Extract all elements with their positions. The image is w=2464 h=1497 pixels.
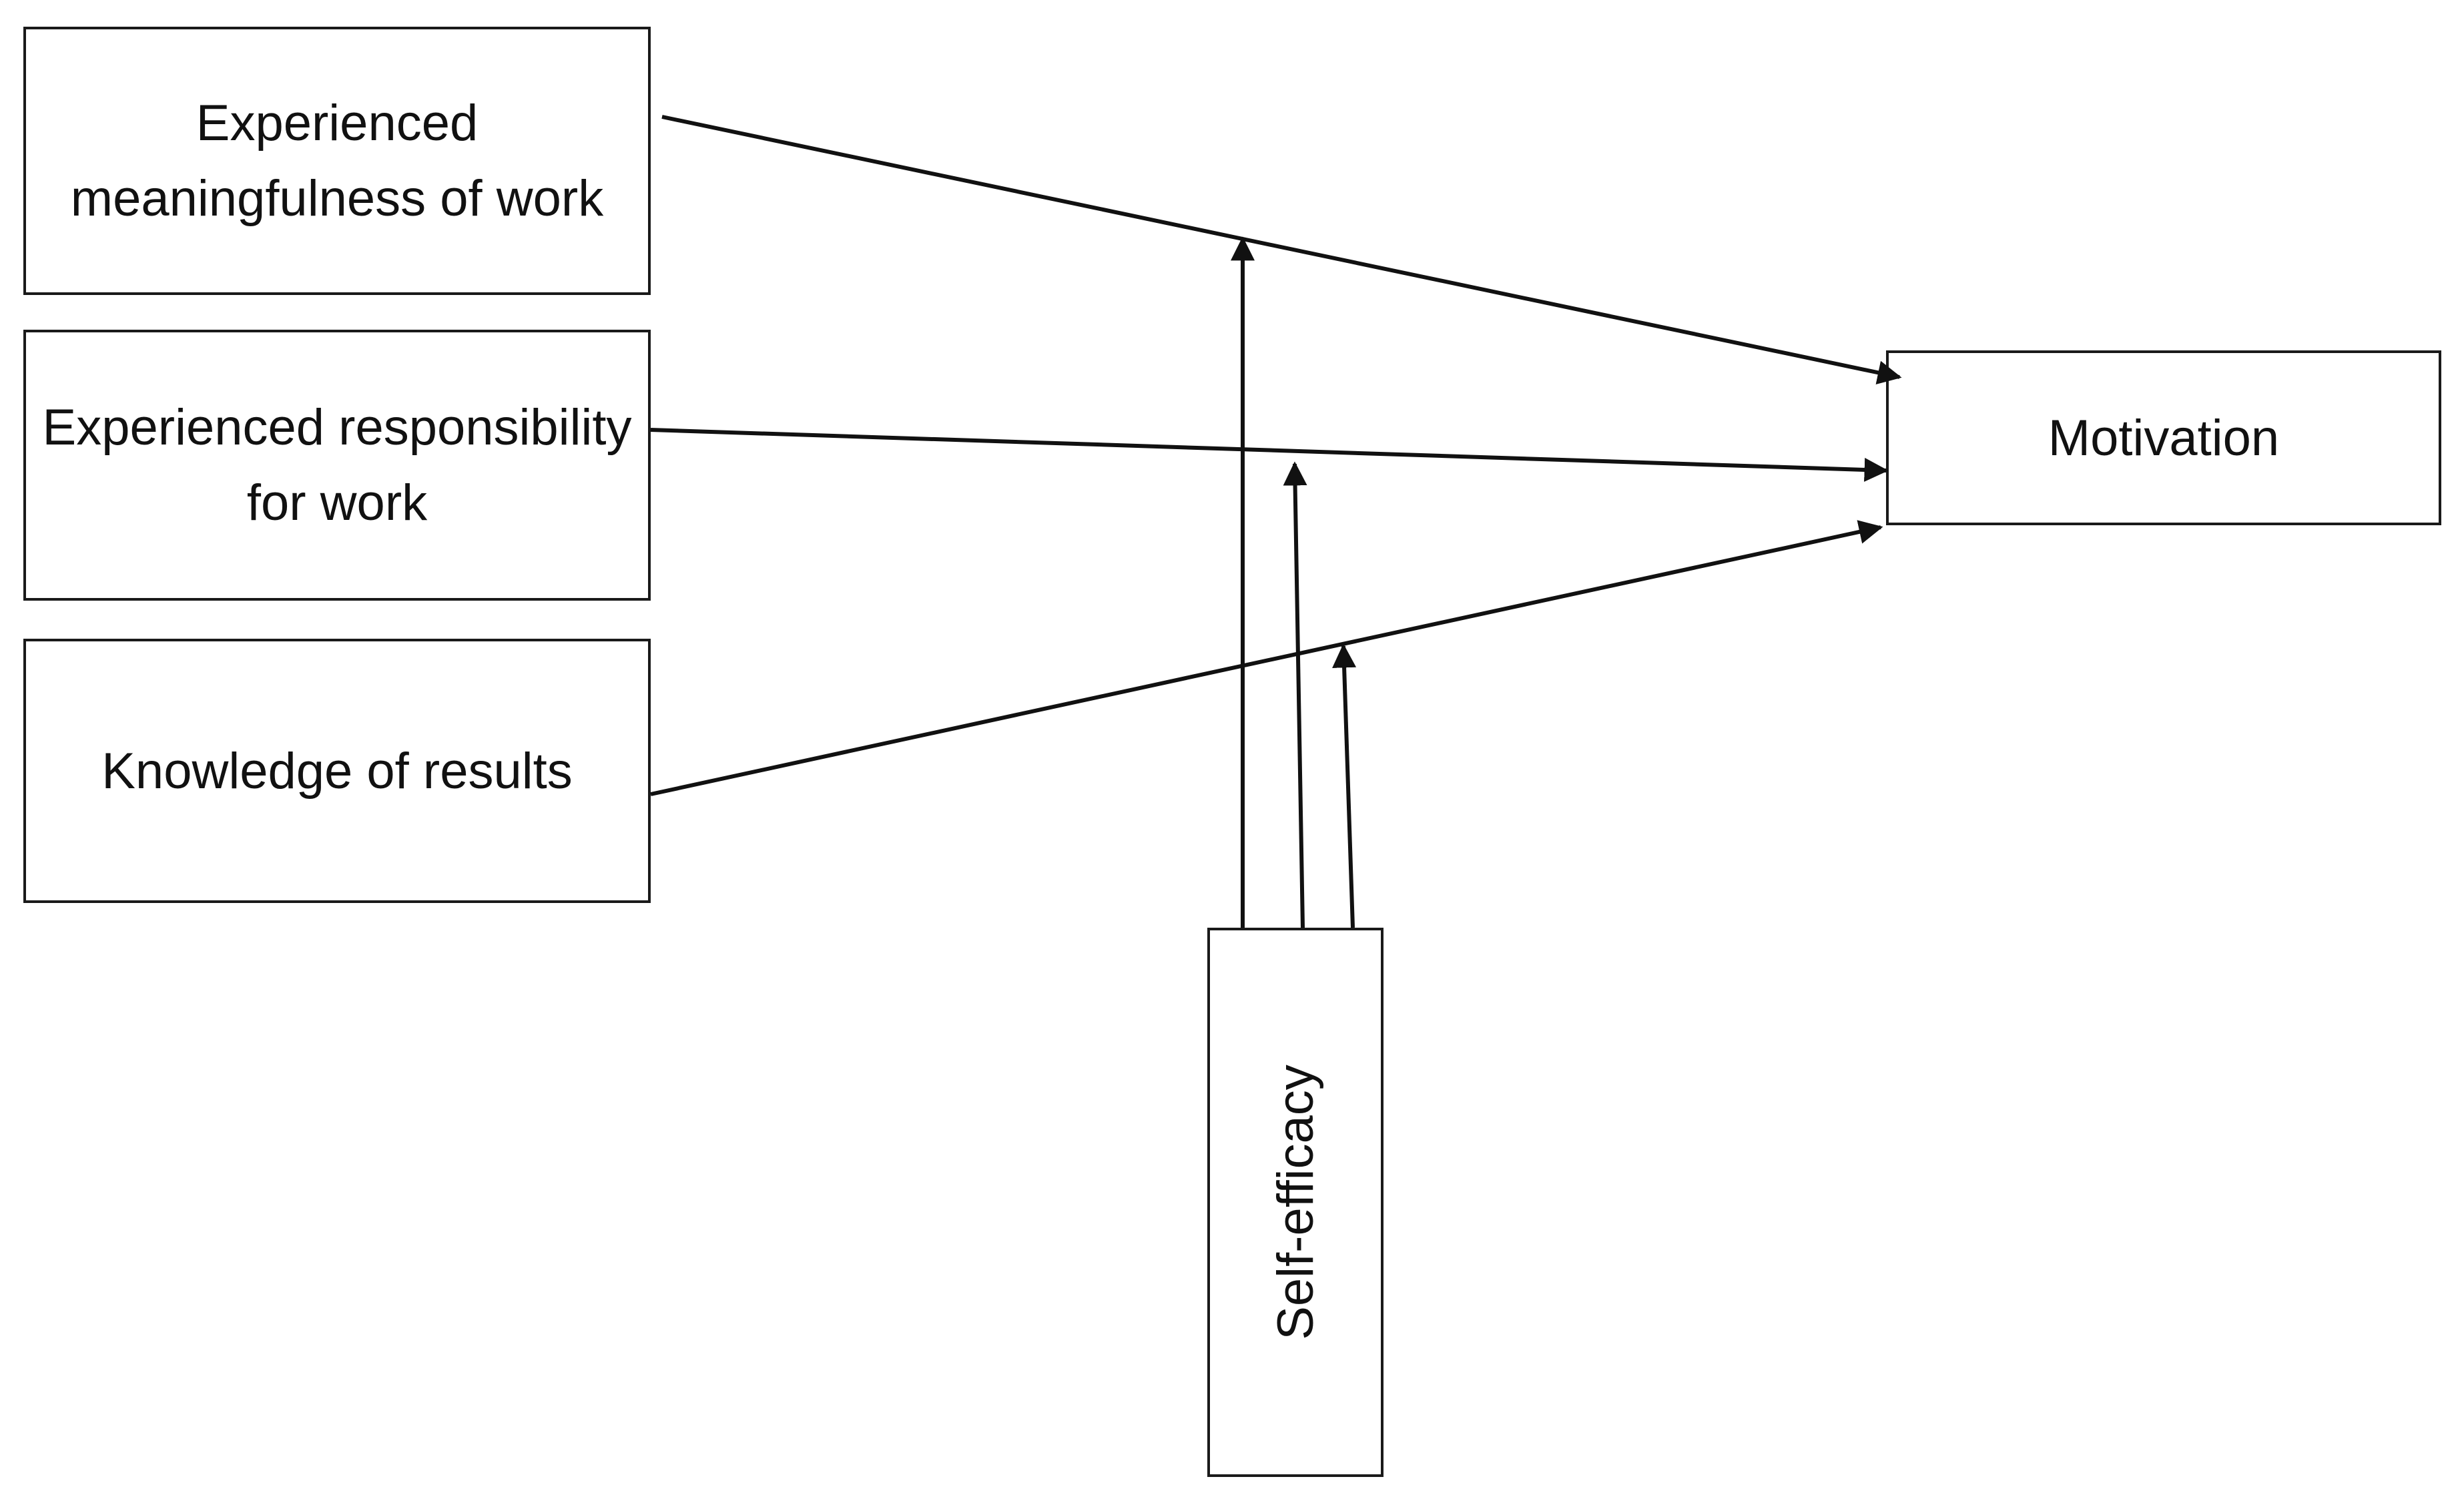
edge-self-efficacy-moderates-knowledge xyxy=(1332,643,1357,928)
edge-knowledge-to-motivation xyxy=(650,520,1883,796)
edge-meaningfulness-to-motivation xyxy=(661,115,1902,384)
responsibility-box: Experienced responsibility for work xyxy=(23,330,651,601)
motivation-box: Motivation xyxy=(1886,350,2441,525)
responsibility-label: Experienced responsibility for work xyxy=(42,399,632,531)
knowledge-box: Knowledge of results xyxy=(23,639,651,903)
meaningfulness-label: Experienced meaningfulness of work xyxy=(70,95,604,227)
meaningfulness-box: Experienced meaningfulness of work xyxy=(23,27,651,295)
self-efficacy-label: Self-efficacy xyxy=(1267,1065,1324,1340)
edge-self-efficacy-moderates-responsibility xyxy=(1283,461,1307,928)
knowledge-label: Knowledge of results xyxy=(101,742,573,800)
motivation-label: Motivation xyxy=(2048,409,2280,467)
self-efficacy-box: Self-efficacy xyxy=(1207,928,1383,1477)
edge-responsibility-to-motivation xyxy=(650,428,1889,482)
